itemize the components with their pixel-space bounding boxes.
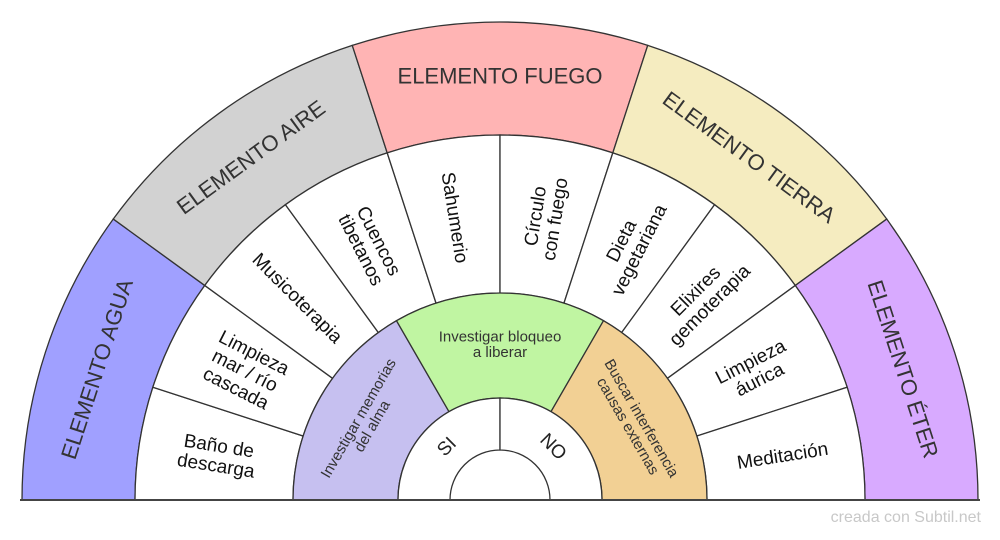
middle-sector-9[interactable]: Meditación xyxy=(696,386,866,501)
footer-credit: creada con Subtil.net xyxy=(830,509,981,526)
label-line: Investigar bloqueo xyxy=(439,328,562,345)
outer-sector-2[interactable]: ELEMENTO FUEGO xyxy=(351,21,649,154)
answer-sector-shape[interactable] xyxy=(499,397,603,501)
label-line: a liberar xyxy=(473,344,527,361)
inner-sector-2[interactable]: Buscar interferenciacausas externas xyxy=(550,319,708,501)
outer-sector-label: ELEMENTO FUEGO xyxy=(398,64,603,89)
answer-sector-0[interactable]: SI xyxy=(397,397,501,501)
middle-sector-7[interactable]: Elixiresgemoterapia xyxy=(620,203,797,380)
answer-sector-1[interactable]: NO xyxy=(499,397,603,501)
label-line: ELEMENTO FUEGO xyxy=(398,64,603,89)
answer-sector-shape[interactable] xyxy=(397,397,501,501)
middle-sector-6[interactable]: Dietavegetariana xyxy=(563,152,716,334)
middle-sector-3[interactable]: Cuencostibetanos xyxy=(284,152,437,334)
outer-sector-4[interactable]: ELEMENTO ÉTER xyxy=(794,218,979,501)
outer-sector-0[interactable]: ELEMENTO AGUA xyxy=(21,218,206,501)
middle-sector-5[interactable]: Círculocon fuego xyxy=(499,134,614,304)
middle-sector-4[interactable]: Sahumerio xyxy=(386,134,501,304)
middle-sector-1[interactable]: Limpiezamar / ríocascada xyxy=(152,284,334,437)
